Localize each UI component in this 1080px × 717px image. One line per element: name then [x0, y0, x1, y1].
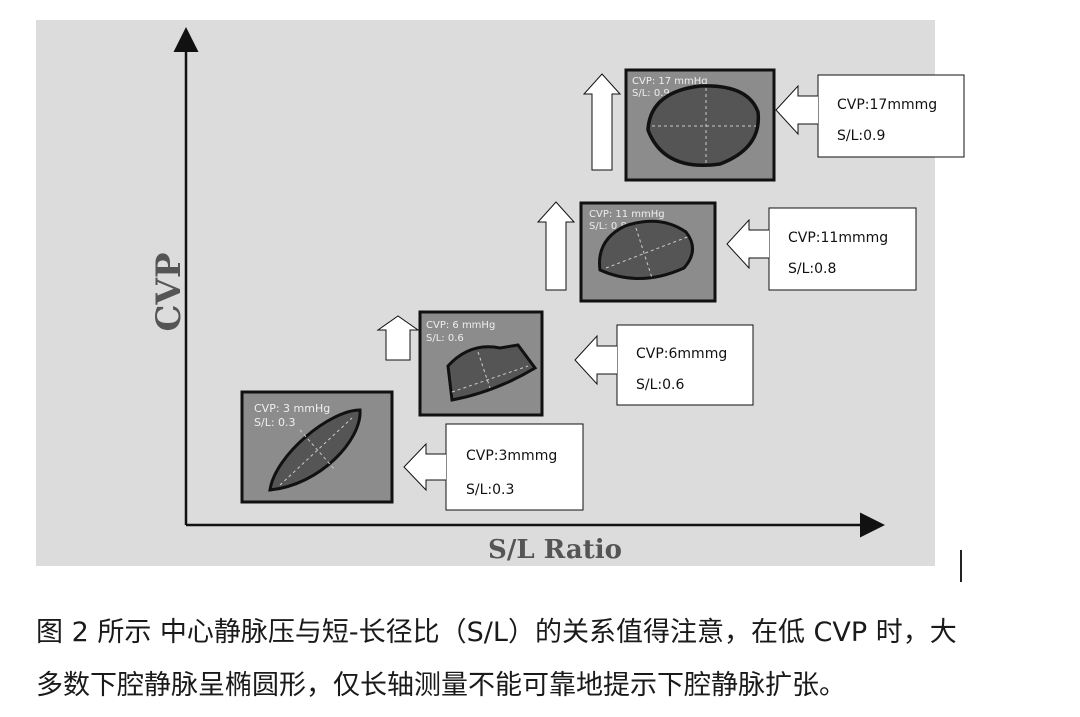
callout-sl: S/L:0.3	[466, 482, 514, 498]
callout-cvp: CVP:6mmmg	[636, 346, 727, 362]
up-arrow-icon	[582, 73, 622, 171]
vessel-cross-section	[268, 408, 362, 492]
callout-arrow	[403, 442, 446, 492]
up-arrow-icon	[536, 201, 576, 291]
caption-line-1: 图 2 所示 中心静脉压与短-长径比（S/L）的关系值得注意，在低 CVP 时，…	[36, 617, 957, 648]
callout-box	[768, 207, 917, 291]
short-axis-line	[635, 227, 653, 279]
callout-box	[445, 423, 584, 511]
panel-sl-text: S/L: 0.3	[254, 416, 296, 429]
vessel-cross-section	[646, 84, 761, 167]
callout-box	[616, 324, 754, 406]
stage-3: CVP: 11 mmHg S/L: 0.8 CVP:11mmmg S/L:0.8	[536, 201, 917, 303]
x-axis-label: S/L Ratio	[488, 535, 622, 565]
up-arrow-icon	[376, 315, 420, 361]
panel-sl-text: S/L: 0.8	[589, 221, 627, 232]
long-axis-line	[279, 417, 353, 486]
callout-cvp: CVP:17mmmg	[837, 97, 937, 113]
text-cursor	[960, 550, 962, 582]
callout-arrow	[726, 218, 769, 270]
callout-cvp: CVP:11mmmg	[788, 230, 888, 246]
stage-1: CVP: 3 mmHg S/L: 0.3 CVP:3mmmg S/L:0.3	[240, 390, 584, 511]
stage-4: CVP: 17 mmHg S/L: 0.9 CVP:17mmmg S/L:0.9	[582, 68, 965, 182]
panel-cvp-text: CVP: 6 mmHg	[426, 320, 495, 331]
long-axis-line	[605, 235, 691, 269]
callout-arrow	[574, 334, 617, 386]
callout-cvp: CVP:3mmmg	[466, 448, 557, 464]
long-axis-line	[451, 365, 529, 393]
caption-line-2: 多数下腔静脉呈椭圆形，仅长轴测量不能可靠地提示下腔静脉扩张。	[36, 670, 846, 701]
callout-sl: S/L:0.8	[788, 261, 836, 277]
callout-sl: S/L:0.6	[636, 377, 684, 393]
short-axis-line	[299, 429, 336, 471]
short-axis-line	[477, 351, 491, 389]
callout-arrow	[775, 84, 818, 136]
panel-cvp-text: CVP: 17 mmHg	[632, 76, 708, 87]
callout-box	[817, 74, 965, 158]
panel-cvp-text: CVP: 11 mmHg	[589, 209, 665, 220]
cvp-sl-diagram: CVP S/L Ratio CVP: 3 mmHg S/L: 0.3 CVP:3…	[36, 20, 965, 566]
panel-sl-text: S/L: 0.6	[426, 333, 464, 344]
vessel-cross-section	[598, 219, 694, 280]
panel-sl-text: S/L: 0.9	[632, 88, 670, 99]
y-axis-label: CVP	[149, 252, 189, 331]
callout-sl: S/L:0.9	[837, 128, 885, 144]
panel-cvp-text: CVP: 3 mmHg	[254, 402, 330, 415]
stage-2: CVP: 6 mmHg S/L: 0.6 CVP:6mmmg S/L:0.6	[376, 310, 754, 417]
